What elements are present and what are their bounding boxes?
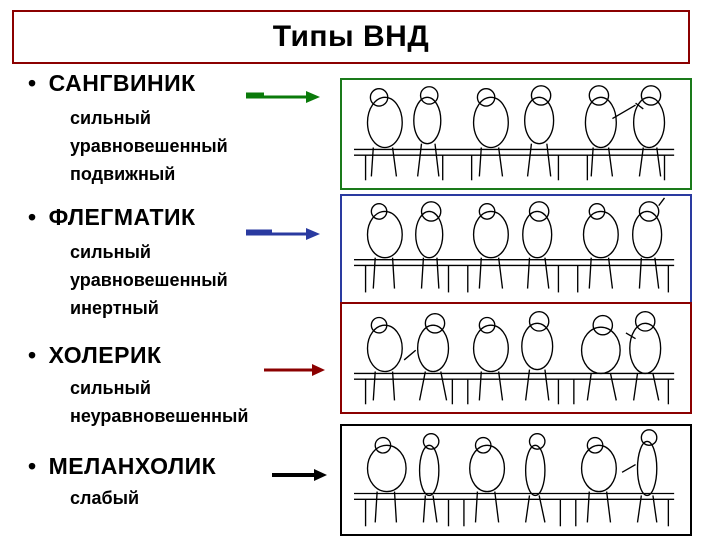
cartoon-sequence-image <box>354 311 675 405</box>
cartoon-sequence-image <box>354 85 675 181</box>
trait: сильный <box>70 108 151 128</box>
arrow-icon <box>272 469 327 481</box>
sanguine-cartoon-panel <box>340 78 692 190</box>
arrow-icon <box>246 91 320 103</box>
type-name: МЕЛАНХОЛИК <box>48 453 217 479</box>
type-name: САНГВИНИК <box>48 70 196 96</box>
cartoon-sequence-image <box>354 197 675 293</box>
type-name: ХОЛЕРИК <box>48 342 162 368</box>
title-box: Типы ВНД <box>12 10 690 64</box>
trait: уравновешенный <box>70 136 228 156</box>
trait: сильный <box>70 242 151 262</box>
phlegmatic-cartoon-panel <box>340 194 692 306</box>
melancholic-cartoon-panel <box>340 424 692 536</box>
type-sanguine-heading: • САНГВИНИК <box>28 70 196 97</box>
bullet: • <box>28 453 37 479</box>
type-choleric-traits: сильный неуравновешенный <box>70 374 248 430</box>
type-melancholic-heading: • МЕЛАНХОЛИК <box>28 453 216 480</box>
type-sanguine-traits: сильный уравновешенный подвижный <box>70 104 228 188</box>
bullet: • <box>28 204 37 230</box>
trait: сильный <box>70 378 151 398</box>
cartoon-sequence-image <box>354 429 675 527</box>
bullet: • <box>28 70 37 96</box>
trait: слабый <box>70 488 140 508</box>
bullet: • <box>28 342 37 368</box>
arrow-icon <box>264 364 325 376</box>
choleric-cartoon-panel <box>340 302 692 414</box>
type-phlegmatic-heading: • ФЛЕГМАТИК <box>28 204 196 231</box>
trait: неуравновешенный <box>70 406 249 426</box>
trait: уравновешенный <box>70 270 228 290</box>
page-title: Типы ВНД <box>272 20 430 53</box>
type-phlegmatic-traits: сильный уравновешенный инертный <box>70 238 228 322</box>
type-melancholic-traits: слабый <box>70 484 139 512</box>
trait: подвижный <box>70 164 176 184</box>
trait: инертный <box>70 298 159 318</box>
arrow-icon <box>246 228 320 240</box>
type-choleric-heading: • ХОЛЕРИК <box>28 342 162 369</box>
type-name: ФЛЕГМАТИК <box>48 204 196 230</box>
